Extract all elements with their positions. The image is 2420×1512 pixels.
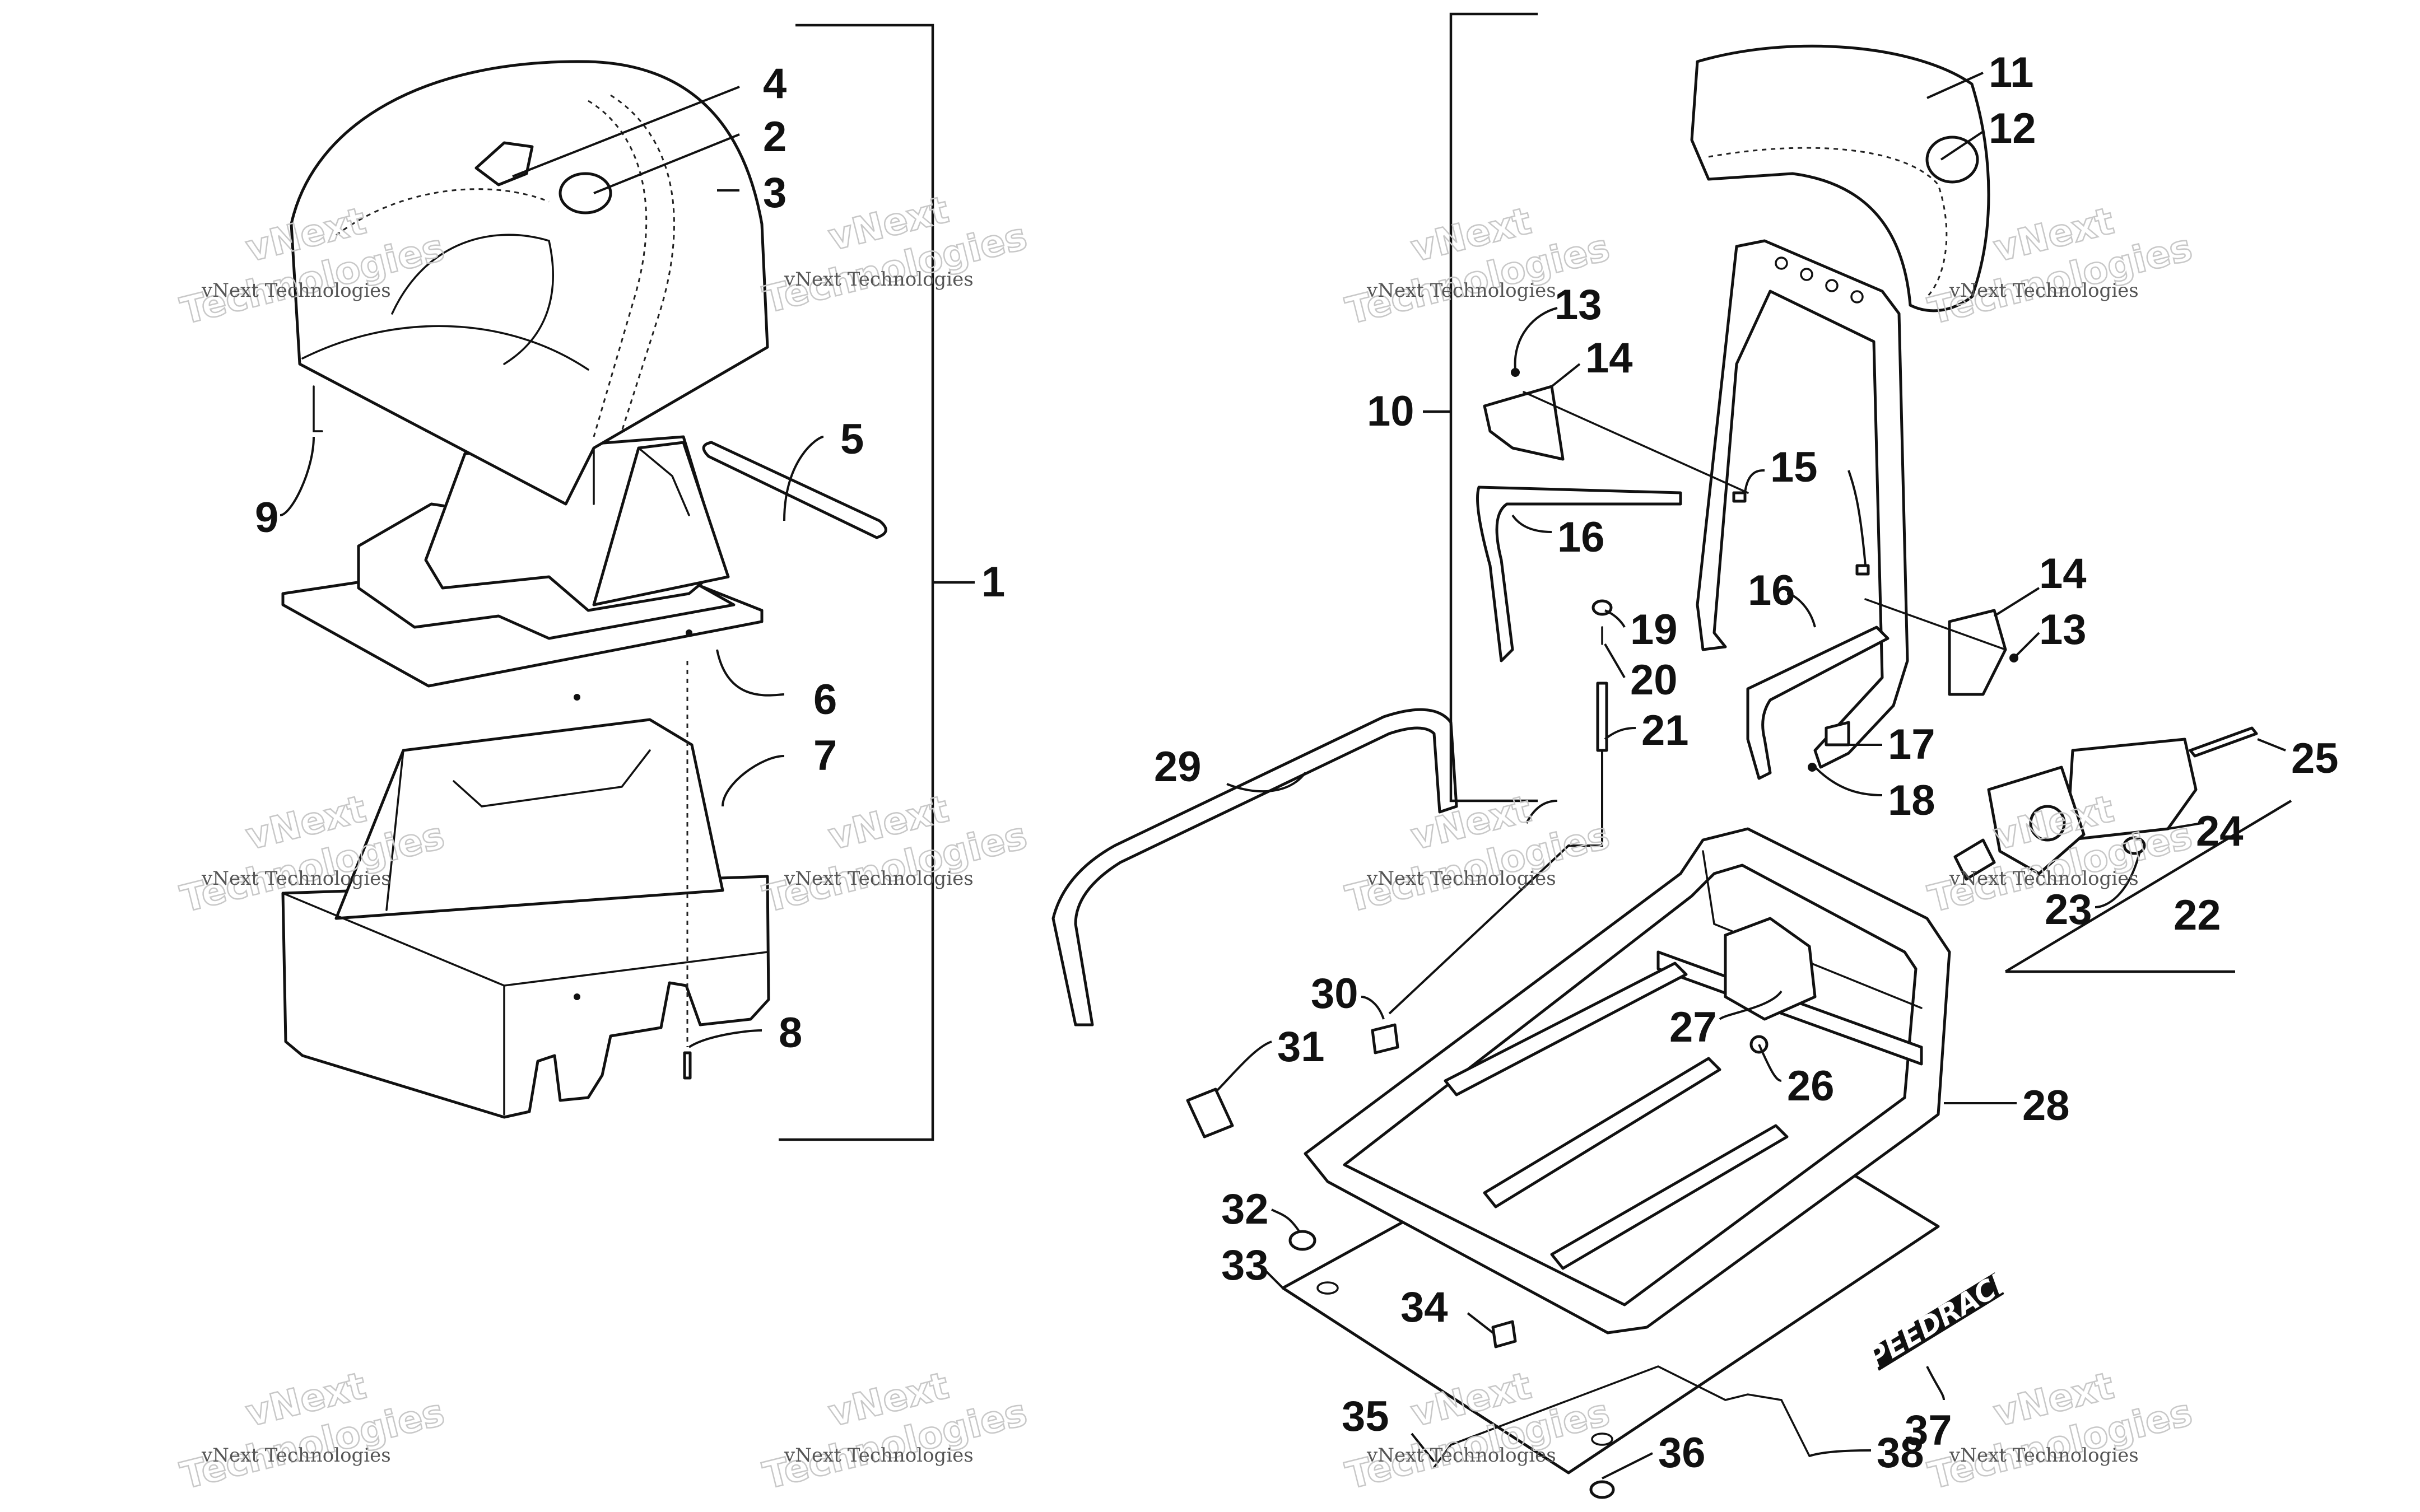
- screw-8: [683, 1051, 692, 1080]
- callout-25: 25: [2291, 735, 2339, 782]
- clip: [313, 385, 323, 432]
- bracket-group-1: [779, 24, 975, 1141]
- support-arm-right: [1746, 626, 1890, 780]
- bracket-group-10: [1423, 12, 1538, 802]
- callout-1: 1: [981, 558, 1005, 606]
- svg-text:vNext Technologies: vNext Technologies: [784, 268, 974, 291]
- wire-harness: [1953, 838, 1996, 881]
- svg-text:vNext Technologies: vNext Technologies: [1949, 1444, 2139, 1467]
- end-cap: [1288, 1230, 1316, 1251]
- callout-18: 18: [1888, 777, 1935, 824]
- svg-text:vNext Technologies: vNext Technologies: [784, 867, 974, 890]
- callout-10: 10: [1367, 388, 1414, 435]
- callout-28: 28: [2022, 1082, 2070, 1130]
- rack-side-bar: [1051, 708, 1458, 1026]
- speedrack-decal-text: SPEEDRACK: [1844, 1261, 2022, 1385]
- callout-13a: 13: [1555, 281, 1602, 329]
- svg-text:vNext Technologies: vNext Technologies: [201, 867, 391, 890]
- backrest-emblem: [1925, 136, 1979, 184]
- rack-center-plate: [1724, 917, 1817, 1021]
- callout-30: 30: [1311, 970, 1358, 1018]
- callout-16b: 16: [1748, 567, 1795, 614]
- callout-20: 20: [1630, 656, 1678, 704]
- backrest-assembly: [1476, 44, 2018, 780]
- watermark-2: vNext Technologies vNext Technologies: [758, 187, 1032, 322]
- storage-box-base: [281, 718, 770, 1119]
- spring-34: [1491, 1320, 1517, 1348]
- callout-9: 9: [255, 494, 278, 542]
- callout-26: 26: [1787, 1062, 1835, 1110]
- handle-grip: [1186, 1088, 1234, 1138]
- bracket-right: [1948, 609, 2007, 696]
- svg-text:vNext Technologies: vNext Technologies: [784, 1444, 974, 1467]
- callout-13b: 13: [2039, 606, 2087, 654]
- callout-36: 36: [1658, 1429, 1706, 1477]
- grommet-23: [2123, 836, 2146, 855]
- callout-23: 23: [2045, 886, 2092, 934]
- bracket-left: [1483, 385, 1565, 461]
- callout-22: 22: [2174, 892, 2221, 939]
- seat-emblem-2: [559, 172, 612, 214]
- callout-7: 7: [813, 732, 837, 780]
- svg-text:vNext Technologies: vNext Technologies: [1949, 867, 2139, 890]
- callout-34: 34: [1400, 1284, 1448, 1331]
- plug-30: [1371, 1023, 1399, 1054]
- callout-4: 4: [763, 60, 787, 108]
- speedrack-assembly: SPEEDRACK: [1051, 708, 2258, 1499]
- callout-11: 11: [1989, 49, 2033, 96]
- svg-text:vNext Technologies: vNext Technologies: [201, 1444, 391, 1467]
- latch-rod: [1433, 1365, 1811, 1468]
- svg-text:vNext Technologies: vNext Technologies: [1949, 279, 2139, 302]
- watermark-12: vNext Technologies vNext Technologies: [1924, 1363, 2197, 1498]
- strap: [702, 441, 887, 539]
- bolt-25: [2189, 726, 2258, 758]
- callout-14a: 14: [1585, 334, 1633, 382]
- leader-lines: [280, 72, 2286, 1480]
- callout-labels: 1 2 3 4 5 6 7 8 9 10 11 12 13 13 14 14 1…: [255, 49, 2339, 1477]
- callout-29: 29: [1154, 743, 1202, 791]
- callout-16a: 16: [1557, 514, 1605, 561]
- callout-32: 32: [1221, 1186, 1269, 1233]
- callout-38: 38: [1877, 1429, 1924, 1477]
- callout-24: 24: [2196, 808, 2244, 855]
- callout-27: 27: [1669, 1004, 1717, 1051]
- callout-12: 12: [1989, 105, 2036, 152]
- callout-37: 37: [1905, 1407, 1952, 1454]
- callout-15: 15: [1770, 444, 1818, 491]
- watermark-7: vNext Technologies vNext Technologies: [1341, 786, 1614, 921]
- callout-14b: 14: [2039, 550, 2087, 598]
- svg-text:vNext Technologies: vNext Technologies: [201, 279, 391, 302]
- callout-31: 31: [1277, 1023, 1325, 1071]
- bracket-group-22: [2004, 800, 2292, 973]
- callout-8: 8: [779, 1009, 802, 1057]
- callout-5: 5: [840, 416, 864, 463]
- callout-35: 35: [1342, 1393, 1389, 1440]
- watermark-10: vNext Technologies vNext Technologies: [758, 1363, 1032, 1498]
- seat-storage-assembly: [281, 60, 887, 1119]
- seat-chute: [424, 435, 730, 612]
- svg-text:vNext Technologies: vNext Technologies: [1366, 867, 1556, 890]
- callout-33: 33: [1221, 1242, 1269, 1289]
- backrest-frame: [1696, 239, 1909, 769]
- callout-21: 21: [1641, 707, 1689, 754]
- svg-text:vNext Technologies: vNext Technologies: [1366, 1444, 1556, 1467]
- group-brackets: [779, 12, 2292, 1141]
- callout-3: 3: [763, 169, 787, 217]
- svg-text:vNext Technologies: vNext Technologies: [1366, 279, 1556, 302]
- watermark-6: vNext Technologies vNext Technologies: [758, 786, 1032, 921]
- lens: [2029, 805, 2066, 842]
- watermark-4: vNext Technologies vNext Technologies: [1924, 198, 2197, 333]
- callout-19: 19: [1630, 606, 1678, 654]
- speedrack-decal: SPEEDRACK: [1844, 1261, 2022, 1385]
- nut-36: [1589, 1480, 1615, 1499]
- callout-6: 6: [813, 676, 837, 724]
- watermark-9: vNext Technologies vNext Technologies: [176, 1363, 449, 1498]
- callout-2: 2: [763, 113, 787, 161]
- backrest-pad: [1690, 44, 1990, 312]
- callout-17: 17: [1888, 721, 1935, 768]
- support-arm-left: [1476, 486, 1682, 662]
